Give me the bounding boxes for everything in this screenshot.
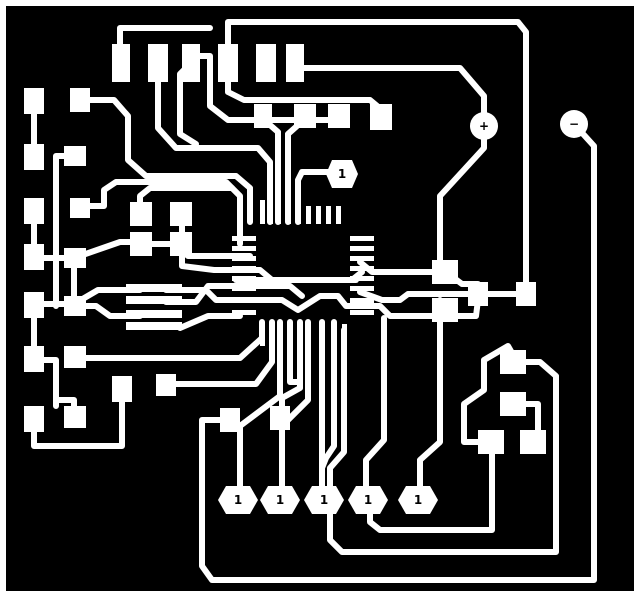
crystal-pad <box>126 322 182 330</box>
component-pad <box>220 408 240 432</box>
via-bottom-1: 1 <box>218 486 258 514</box>
ic-pin-bottom <box>320 324 325 346</box>
header-pad <box>256 44 276 82</box>
ic-pin-right <box>350 276 374 281</box>
ic-pin-right <box>350 246 374 251</box>
ic-pin-right <box>350 266 374 271</box>
ic-pin-right <box>350 256 374 261</box>
ic-pin-bottom <box>270 324 275 346</box>
component-pad <box>130 232 152 256</box>
left-pad <box>112 376 132 402</box>
smd-pads <box>24 44 546 454</box>
component-pad <box>478 430 504 454</box>
crystal-pad <box>126 310 182 318</box>
svg-text:1: 1 <box>320 493 328 507</box>
ic-pin-left <box>232 276 256 281</box>
component-pad <box>170 202 192 226</box>
left-pad <box>24 198 44 224</box>
component-pad <box>500 350 526 374</box>
component-pad <box>370 104 392 130</box>
ic-footprint <box>232 200 374 346</box>
component-pad <box>516 282 536 306</box>
left-pad <box>24 406 44 432</box>
header-pad <box>112 44 130 82</box>
ic-pin-top <box>316 206 321 224</box>
crystal-pad <box>126 284 182 292</box>
ic-pin-bottom <box>260 324 265 346</box>
ic-pin-top <box>276 200 281 224</box>
ic-pin-left <box>232 266 256 271</box>
ic-pin-bottom <box>332 324 337 346</box>
via-bottom-4: 1 <box>348 486 388 514</box>
left-pad <box>24 244 44 270</box>
ic-pin-bottom <box>306 324 311 346</box>
ic-pin-left <box>232 310 256 315</box>
left-pad <box>64 146 86 166</box>
ic-pin-right <box>350 236 374 241</box>
crystal-pads <box>126 284 182 330</box>
header-pad <box>218 44 238 82</box>
ic-pin-top <box>260 200 265 224</box>
ic-pin-top <box>336 206 341 224</box>
via-signal: 1 <box>326 160 358 188</box>
ic-pin-top <box>268 200 273 224</box>
left-pad <box>64 346 86 368</box>
svg-text:1: 1 <box>414 493 422 507</box>
ic-pin-left <box>232 246 256 251</box>
via-power-positive: + <box>470 112 498 140</box>
component-pad <box>270 406 290 430</box>
ic-pin-top <box>306 206 311 224</box>
crystal-pad <box>126 296 182 304</box>
svg-text:+: + <box>479 119 489 133</box>
left-pad <box>70 198 90 218</box>
ic-pin-right <box>350 310 374 315</box>
svg-text:1: 1 <box>338 167 346 181</box>
via-bottom-5: 1 <box>398 486 438 514</box>
component-pad <box>432 260 458 284</box>
left-pad <box>24 346 44 372</box>
via-bottom-3: 1 <box>304 486 344 514</box>
component-pad <box>328 104 350 128</box>
ic-pin-top <box>296 200 301 224</box>
header-pad <box>286 44 304 82</box>
ic-pin-left <box>232 298 256 303</box>
via-power-negative: − <box>560 110 588 138</box>
left-pad <box>64 248 86 268</box>
ic-pin-bottom <box>298 324 303 346</box>
component-pad <box>254 104 272 128</box>
left-pad <box>156 374 176 396</box>
ic-pin-bottom <box>342 324 347 346</box>
ic-pin-bottom <box>278 324 283 346</box>
ic-pin-top <box>326 206 331 224</box>
component-pad <box>432 298 458 322</box>
left-pad <box>64 406 86 428</box>
left-pad <box>24 144 44 170</box>
left-pad <box>64 296 86 316</box>
ic-pin-bottom <box>288 324 293 346</box>
svg-text:−: − <box>569 117 579 131</box>
ic-pin-top <box>286 200 291 224</box>
header-pad <box>182 44 200 82</box>
ic-pin-left <box>232 236 256 241</box>
header-pad <box>148 44 168 82</box>
via-bottom-2: 1 <box>260 486 300 514</box>
svg-text:1: 1 <box>276 493 284 507</box>
ic-pin-left <box>232 256 256 261</box>
left-pad <box>70 88 90 112</box>
ic-pin-right <box>350 286 374 291</box>
component-pad <box>500 392 526 416</box>
ic-pin-right <box>350 298 374 303</box>
component-pad <box>294 104 316 128</box>
vias: + − 1 1 1 1 1 1 <box>218 110 588 514</box>
left-pad <box>24 88 44 114</box>
component-pad <box>468 282 488 306</box>
left-pad <box>24 292 44 318</box>
ic-pin-left <box>232 286 256 291</box>
component-pad <box>130 202 152 226</box>
svg-text:1: 1 <box>234 493 242 507</box>
component-pad <box>520 430 546 454</box>
component-pad <box>170 232 192 256</box>
svg-text:1: 1 <box>364 493 372 507</box>
